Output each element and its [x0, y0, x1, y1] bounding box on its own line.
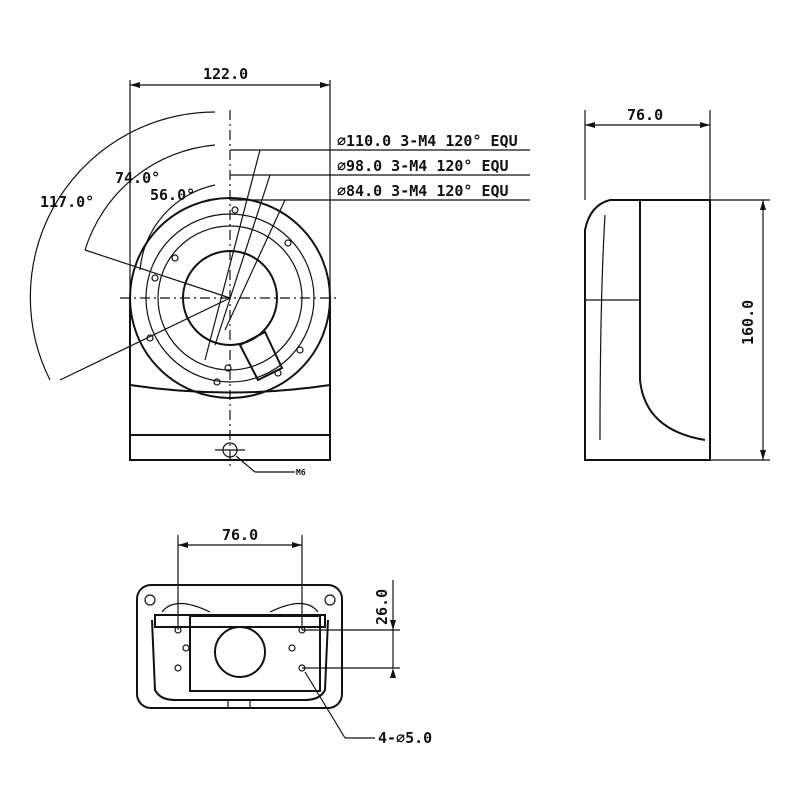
bottom-depth-dim: 26.0	[373, 589, 391, 625]
angle-117: 117.0°	[40, 193, 94, 211]
side-width-dim: 76.0	[627, 106, 663, 124]
angle-56: 56.0°	[150, 186, 195, 204]
bottom-holes-label: 4-∅5.0	[378, 729, 432, 747]
front-width-dim: 122.0	[203, 65, 248, 83]
side-height-dim: 160.0	[739, 300, 757, 345]
hole-spec-84: ∅84.0 3-M4 120° EQU	[337, 182, 509, 200]
front-view	[29, 80, 530, 473]
bottom-width-dim: 76.0	[222, 526, 258, 544]
side-view	[584, 110, 770, 461]
bottom-view	[136, 535, 400, 739]
hole-spec-98: ∅98.0 3-M4 120° EQU	[337, 157, 509, 175]
screw-label: M6	[296, 468, 306, 477]
hole-spec-110: ∅110.0 3-M4 120° EQU	[337, 132, 518, 150]
angle-74: 74.0°	[115, 169, 160, 187]
